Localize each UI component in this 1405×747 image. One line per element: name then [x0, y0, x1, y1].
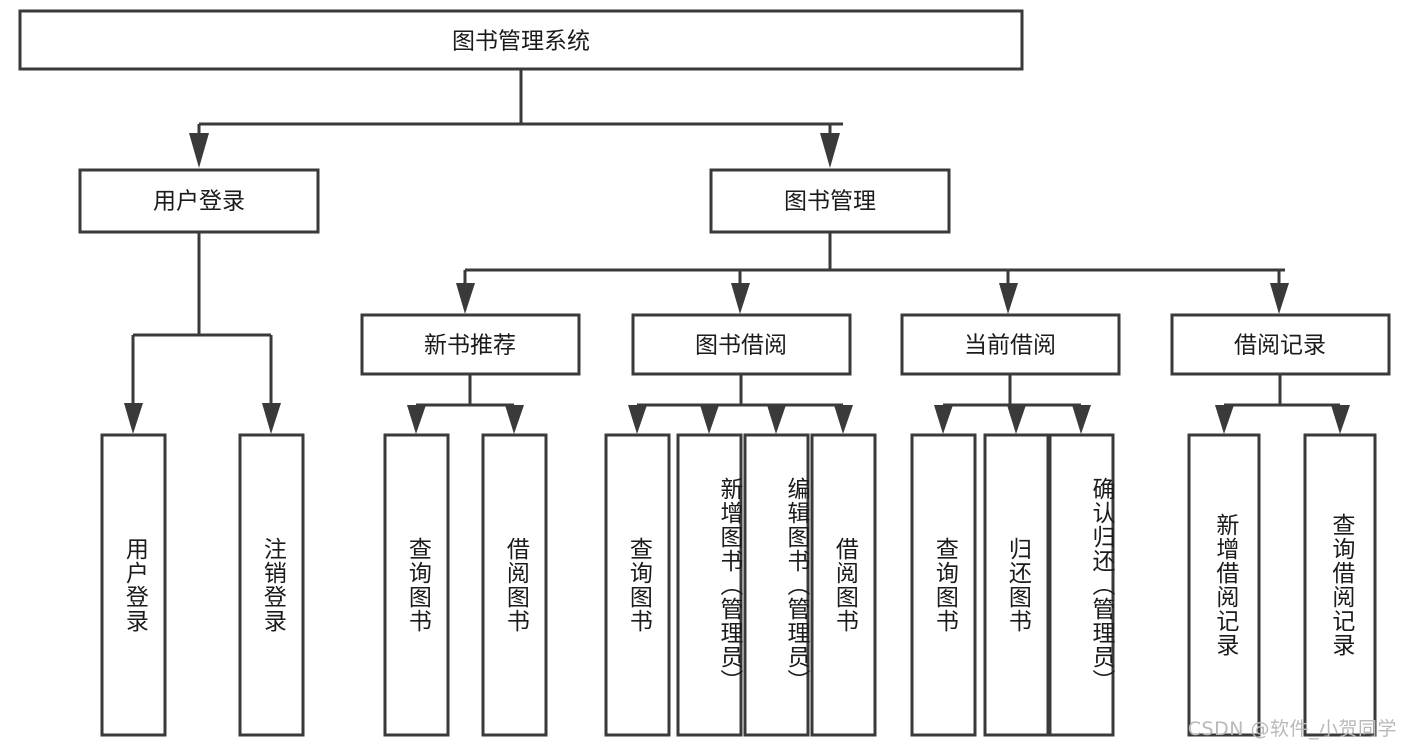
- node-root[interactable]: 图书管理系统: [18, 9, 1024, 71]
- node-new-book-recommend[interactable]: 新书推荐: [360, 313, 581, 376]
- root-label: 图书管理系统: [452, 29, 590, 55]
- leaf-box-return-book[interactable]: [983, 433, 1050, 737]
- new-book-recommend-box[interactable]: [360, 313, 581, 376]
- arrowhead-to-current-borrow: [999, 283, 1018, 314]
- node-borrow-records[interactable]: 借阅记录: [1170, 313, 1391, 376]
- node-user-login[interactable]: 用户登录: [78, 168, 320, 234]
- arrowhead-leaf-add-record: [1215, 405, 1234, 434]
- arrowhead-to-user-login: [189, 133, 209, 168]
- leaf-box-query-book-2[interactable]: [604, 433, 671, 737]
- arrowhead-to-new-book-rec: [456, 283, 475, 314]
- arrowhead-leaf-borrow-book-1: [505, 405, 524, 434]
- leaf-box-logout[interactable]: [238, 433, 305, 737]
- connector-bookborrow-to-leaves: [628, 374, 853, 434]
- arrowhead-leaf-add-book: [700, 405, 719, 434]
- arrowhead-leaf-confirm-return: [1072, 405, 1091, 434]
- connector-borrowrecords-to-leaves: [1215, 374, 1350, 434]
- arrowhead-leaf-user-login: [124, 403, 143, 434]
- arrowhead-to-book-borrow: [731, 283, 750, 314]
- leaf-box-borrow-book-2[interactable]: [810, 433, 877, 737]
- book-manage-box[interactable]: [709, 168, 951, 234]
- borrow-records-label: 借阅记录: [1234, 333, 1326, 359]
- arrowhead-leaf-borrow-book-2: [834, 405, 853, 434]
- node-book-manage[interactable]: 图书管理: [709, 168, 951, 234]
- arrowhead-leaf-return-book: [1007, 405, 1026, 434]
- book-borrow-label: 图书借阅: [695, 333, 787, 359]
- connector-userlogin-to-leaves: [124, 232, 281, 434]
- user-login-label: 用户登录: [153, 189, 245, 215]
- leaf-box-query-book-1[interactable]: [383, 433, 450, 737]
- csdn-watermark: CSDN @软件_小贺同学: [1187, 718, 1397, 740]
- leaf-box-query-record[interactable]: [1303, 433, 1377, 737]
- book-manage-label: 图书管理: [784, 189, 876, 215]
- book-borrow-box[interactable]: [631, 313, 852, 376]
- leaf-box-user-login[interactable]: [100, 433, 167, 737]
- arrowhead-to-borrow-records: [1270, 283, 1289, 314]
- leaf-box-query-book-3[interactable]: [910, 433, 977, 737]
- leaf-box-add-record[interactable]: [1187, 433, 1261, 737]
- new-book-recommend-label: 新书推荐: [424, 333, 516, 359]
- connector-root-to-level2: [189, 69, 843, 168]
- arrowhead-leaf-query-book-2: [628, 405, 647, 434]
- current-borrow-label: 当前借阅: [964, 333, 1056, 359]
- connector-newbookrec-to-leaves: [407, 374, 524, 434]
- arrowhead-leaf-logout: [262, 403, 281, 434]
- arrowhead-leaf-edit-book: [767, 405, 786, 434]
- node-current-borrow[interactable]: 当前借阅: [900, 313, 1121, 376]
- connector-bookmanage-to-level3: [456, 232, 1289, 314]
- arrowhead-to-book-manage: [820, 133, 840, 168]
- leaf-boxes: [100, 433, 1377, 737]
- current-borrow-box[interactable]: [900, 313, 1121, 376]
- connector-currentborrow-to-leaves: [934, 374, 1091, 434]
- root-box[interactable]: [18, 9, 1024, 71]
- leaf-box-borrow-book-1[interactable]: [481, 433, 548, 737]
- arrowhead-leaf-query-book-1: [407, 405, 426, 434]
- leaf-box-edit-book[interactable]: [743, 433, 810, 737]
- arrowhead-leaf-query-record: [1331, 405, 1350, 434]
- arrowhead-leaf-query-book-3: [934, 405, 953, 434]
- node-book-borrow[interactable]: 图书借阅: [631, 313, 852, 376]
- borrow-records-box[interactable]: [1170, 313, 1391, 376]
- leaf-box-add-book[interactable]: [676, 433, 743, 737]
- leaf-box-confirm-return[interactable]: [1048, 433, 1115, 737]
